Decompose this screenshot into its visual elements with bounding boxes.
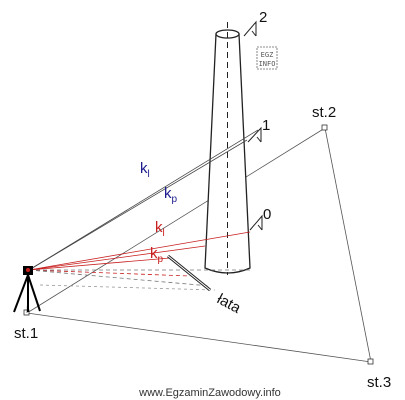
station-st2-marker [321, 124, 328, 131]
sight-lines [26, 129, 259, 314]
levelling-staff [167, 254, 211, 292]
traverse-lines [26, 127, 372, 363]
sight-line-kp-lower [28, 245, 206, 271]
height-marker-2 [243, 20, 257, 37]
station-label-st3: st.3 [367, 374, 391, 391]
label-kp-red: kp [150, 245, 164, 265]
line-st2-st3 [324, 127, 372, 363]
egz-info-logo: EGZ INFO [256, 46, 278, 70]
station-st1-marker [23, 309, 30, 316]
sight-line-kl-upper [28, 129, 259, 271]
height-marker-0 [249, 214, 263, 231]
marker-label-1: 1 [262, 117, 270, 134]
tripod-leg-right [27, 274, 41, 312]
label-kl-red: kl [155, 219, 165, 239]
watermark-text: www.EgzaminZawodowy.info [138, 387, 281, 399]
line-st1-st3 [26, 312, 372, 363]
station-label-st2: st.2 [312, 104, 336, 121]
sight-line-staff-lower [28, 269, 191, 277]
sight-line-kl-lower [28, 231, 251, 271]
logo-line1: EGZ [261, 51, 274, 59]
sight-line-kp-upper [28, 139, 248, 271]
chimney [204, 22, 251, 275]
sight-line-ground-dashed-2 [39, 284, 216, 291]
sight-line-staff-upper [28, 257, 171, 271]
marker-label-2: 2 [259, 9, 267, 26]
station-label-st1: st.1 [14, 325, 38, 342]
staff-bar-inner [167, 255, 211, 291]
logo-line2: INFO [259, 60, 276, 68]
marker-label-0: 0 [263, 206, 271, 223]
height-marker-1 [247, 126, 262, 143]
total-station-instrument [13, 266, 41, 313]
instrument-lens [26, 268, 30, 272]
line-st1-st2 [26, 127, 326, 314]
label-kp-blue: kp [164, 185, 178, 205]
station-st3-marker [367, 358, 374, 365]
label-kl-blue: kl [140, 160, 150, 180]
sight-line-ground-dashed [28, 269, 211, 287]
label-staff: łata [214, 291, 244, 318]
tripod-leg-left [13, 274, 29, 313]
